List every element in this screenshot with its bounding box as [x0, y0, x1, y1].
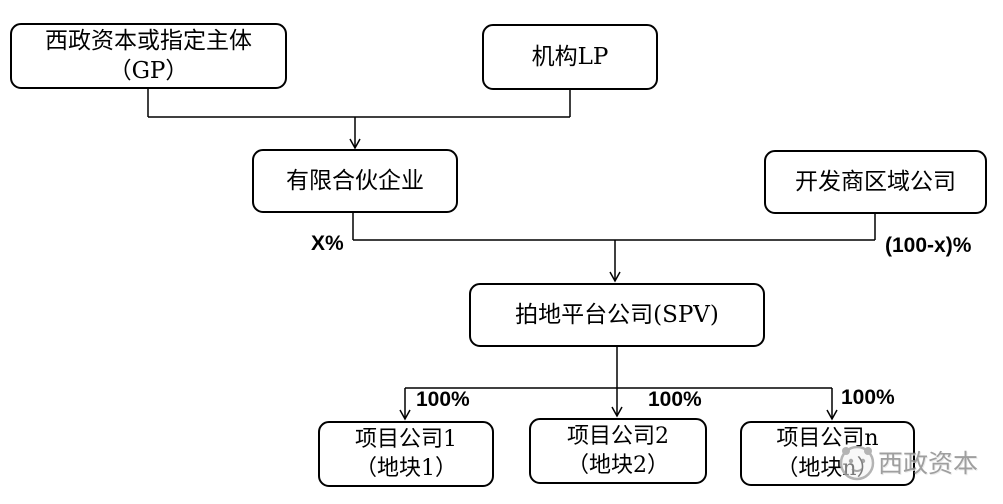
node-p1-line2: （地块1）: [355, 456, 457, 481]
edge-label-100-percent-2: 100%: [648, 388, 702, 411]
edge-label-x-percent: X%: [311, 232, 344, 255]
edge-label-100-minus-x-percent: (100-x)%: [885, 234, 972, 257]
node-lp-label: 机构LP: [531, 43, 609, 70]
node-limited-partnership: 有限合伙企业: [252, 149, 458, 213]
node-gp-line1: 西政资本或指定主体: [45, 27, 252, 54]
edge-label-100-percent-3: 100%: [841, 386, 895, 409]
node-gp: 西政资本或指定主体 （GP）: [10, 23, 287, 89]
node-spv-label: 拍地平台公司(SPV): [515, 301, 719, 328]
node-developer-regional-company: 开发商区域公司: [764, 150, 987, 214]
node-project-company-n: 项目公司n （地块n）: [740, 421, 915, 486]
node-project-company-1: 项目公司1 （地块1）: [318, 421, 494, 487]
node-p1-line1: 项目公司1: [355, 426, 457, 452]
node-gp-line2: （GP）: [108, 58, 189, 84]
edge-label-100-percent-1: 100%: [416, 388, 470, 411]
node-institutional-lp: 机构LP: [482, 24, 658, 90]
node-p2-line1: 项目公司2: [567, 423, 669, 449]
node-developer-label: 开发商区域公司: [795, 168, 956, 195]
node-p2-line2: （地块2）: [567, 453, 669, 478]
watermark: 西政资本: [836, 442, 978, 482]
node-land-auction-platform-spv: 拍地平台公司(SPV): [469, 283, 765, 347]
node-project-company-2: 项目公司2 （地块2）: [529, 418, 707, 484]
brand-logo-icon: [839, 445, 875, 481]
node-partnership-label: 有限合伙企业: [286, 167, 424, 194]
watermark-brand-text: 西政资本: [878, 449, 979, 478]
